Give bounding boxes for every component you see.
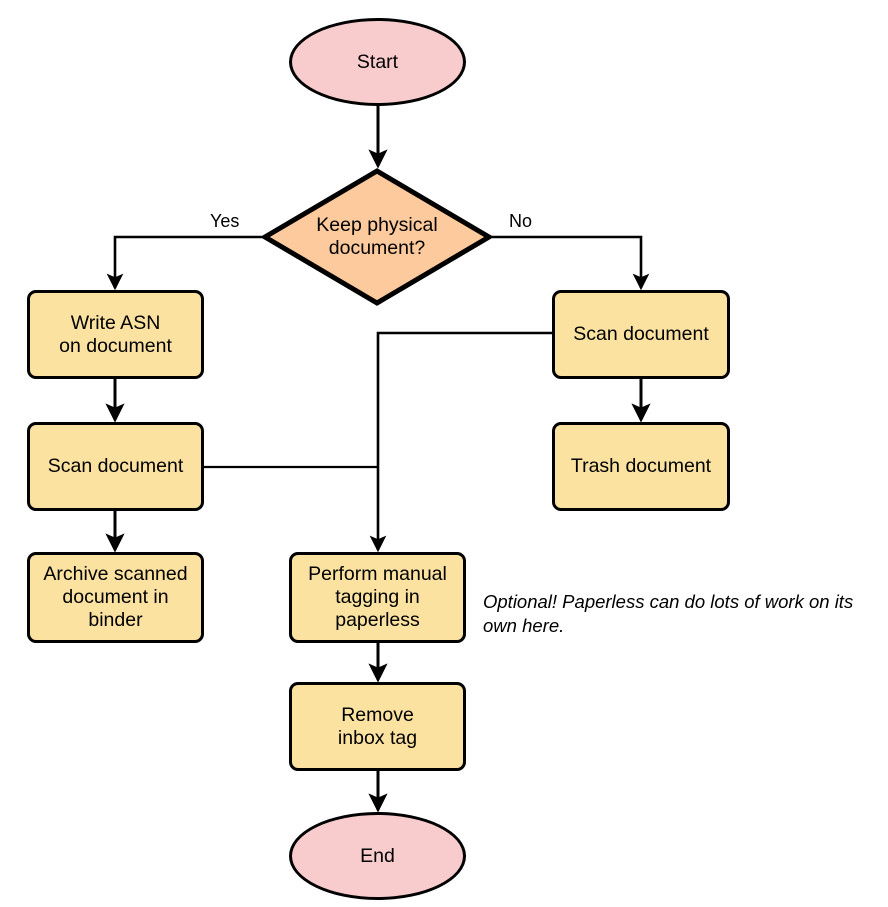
edge-decision-no-to-scan-right <box>492 235 650 291</box>
node-archive-scanned-document-in-binder[interactable]: Archive scanned document in binder <box>27 552 204 643</box>
node-end-label: End <box>360 844 395 867</box>
node-perform-manual-tagging-in-paperless[interactable]: Perform manual tagging in paperless <box>289 552 466 643</box>
node-start-label: Start <box>356 50 399 73</box>
node-start[interactable]: Start <box>289 18 466 106</box>
node-scan-document-left-label: Scan document <box>47 455 184 477</box>
node-write-asn-on-document[interactable]: Write ASN on document <box>27 290 204 379</box>
node-decision-keep-physical-document[interactable]: Keep physical document? <box>260 168 494 306</box>
node-remove-inbox-tag-label: Remove inbox tag <box>337 703 418 749</box>
edge-label-yes: Yes <box>210 211 239 232</box>
decision-diamond-shape <box>260 168 494 306</box>
node-trash-document[interactable]: Trash document <box>552 422 730 511</box>
node-scan-document-left[interactable]: Scan document <box>27 422 204 511</box>
node-manual-tagging-label: Perform manual tagging in paperless <box>308 563 447 631</box>
node-scan-document-right-label: Scan document <box>573 323 709 345</box>
edge-label-no: No <box>509 211 532 232</box>
node-write-asn-label: Write ASN on document <box>59 311 172 357</box>
edge-label-yes-text: Yes <box>210 211 240 231</box>
edge-scan-right-to-manual-tagging <box>369 331 552 553</box>
node-remove-inbox-tag[interactable]: Remove inbox tag <box>289 682 466 771</box>
annotation-optional-note-text: Optional! Paperless can do lots of work … <box>483 591 854 637</box>
node-archive-label: Archive scanned document in binder <box>43 563 188 631</box>
node-decision-label: Keep physical document? <box>316 214 438 259</box>
node-end[interactable]: End <box>289 812 466 900</box>
edge-decision-yes-to-write-asn <box>106 235 262 291</box>
node-scan-document-right[interactable]: Scan document <box>552 290 730 379</box>
node-trash-document-label: Trash document <box>570 455 712 477</box>
annotation-optional-note: Optional! Paperless can do lots of work … <box>483 590 883 639</box>
edge-label-no-text: No <box>509 211 533 231</box>
